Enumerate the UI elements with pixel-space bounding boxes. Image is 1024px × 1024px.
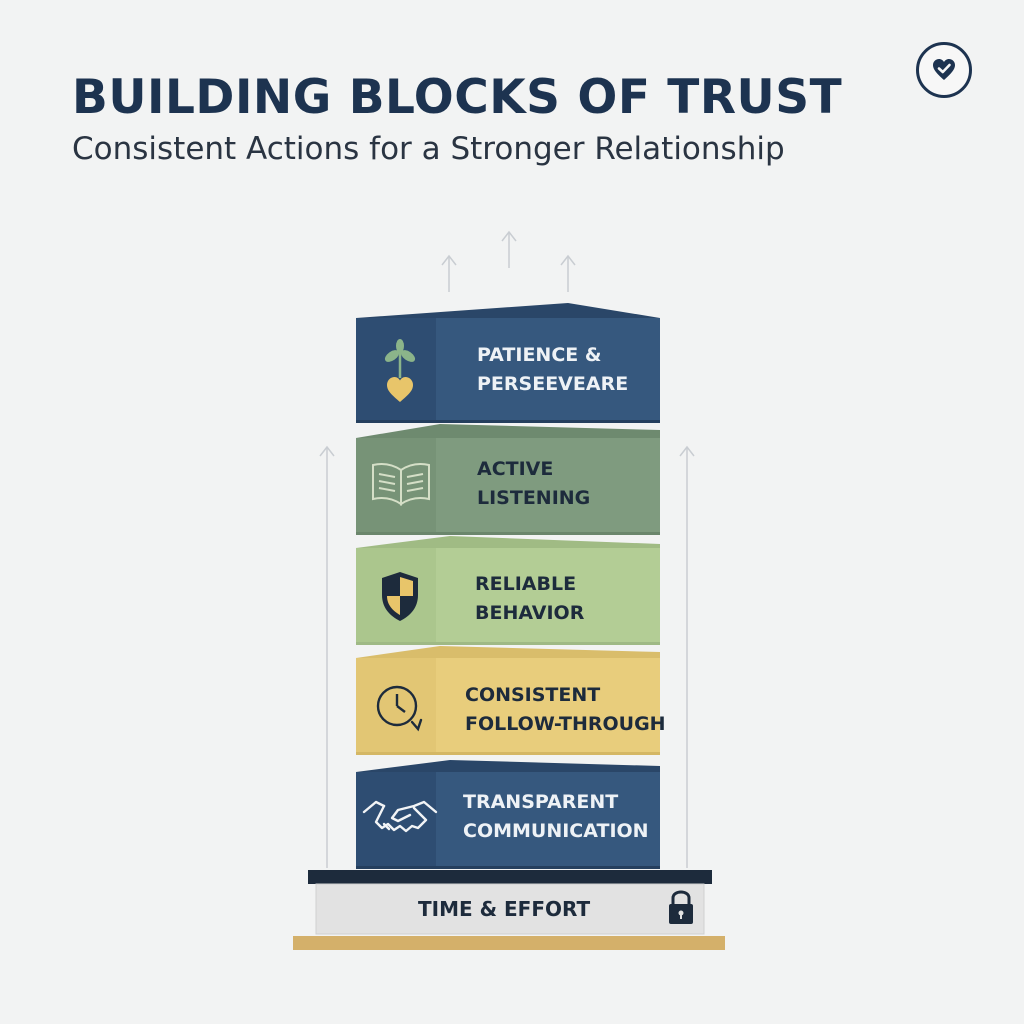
page-title: BUILDING BLOCKS OF TRUST: [72, 70, 843, 125]
up-arrow-icon: [679, 445, 695, 868]
block-active-listening: [356, 424, 660, 535]
heart-check-icon: [933, 59, 955, 80]
heart-check-badge: [916, 42, 972, 98]
lock-icon: [669, 890, 693, 924]
open-book-icon: [372, 463, 430, 506]
up-arrow-icon: [319, 445, 335, 868]
page-subtitle: Consistent Actions for a Stronger Relati…: [72, 131, 785, 167]
block-transparent-communication: [356, 760, 660, 869]
block-consistent-follow-through: [356, 646, 660, 755]
upward-arrows: [319, 230, 695, 868]
handshake-icon: [362, 800, 438, 833]
base-label: TIME & EFFORT: [418, 897, 591, 921]
block-patience: [356, 303, 660, 423]
base-platform: [293, 870, 725, 950]
up-arrow-icon: [501, 230, 517, 268]
shield-icon: [382, 572, 418, 621]
sprout-heart-icon: [384, 339, 416, 402]
up-arrow-icon: [441, 254, 457, 292]
clock-icon: [376, 685, 423, 732]
block-label-patience: PATIENCE &PERSEEVEARE: [477, 344, 629, 395]
up-arrow-icon: [560, 254, 576, 292]
